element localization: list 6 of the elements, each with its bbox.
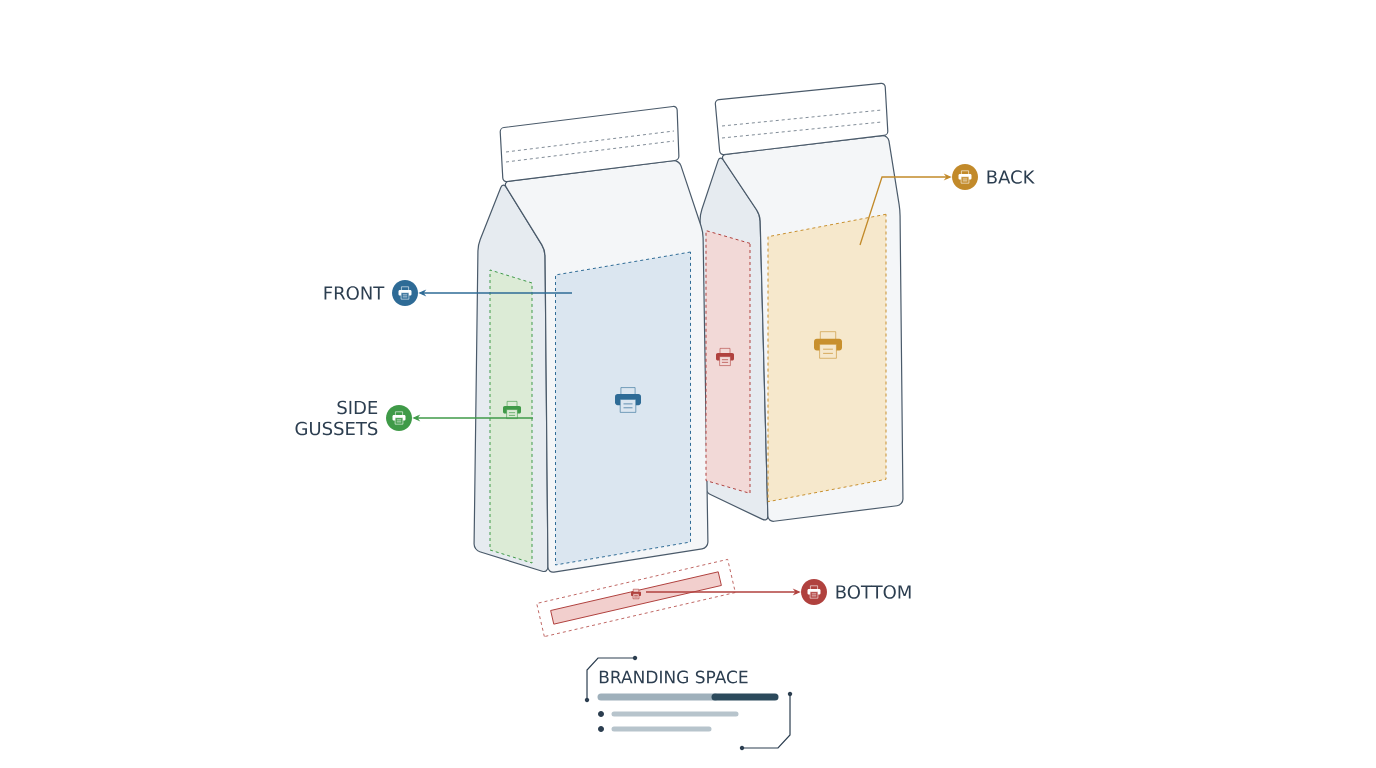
print-area [536,559,736,637]
title-text: BRANDING SPACE [599,670,748,684]
print-area [705,230,751,494]
print-area [555,251,691,566]
print-area [489,269,533,564]
print-area [767,213,887,503]
